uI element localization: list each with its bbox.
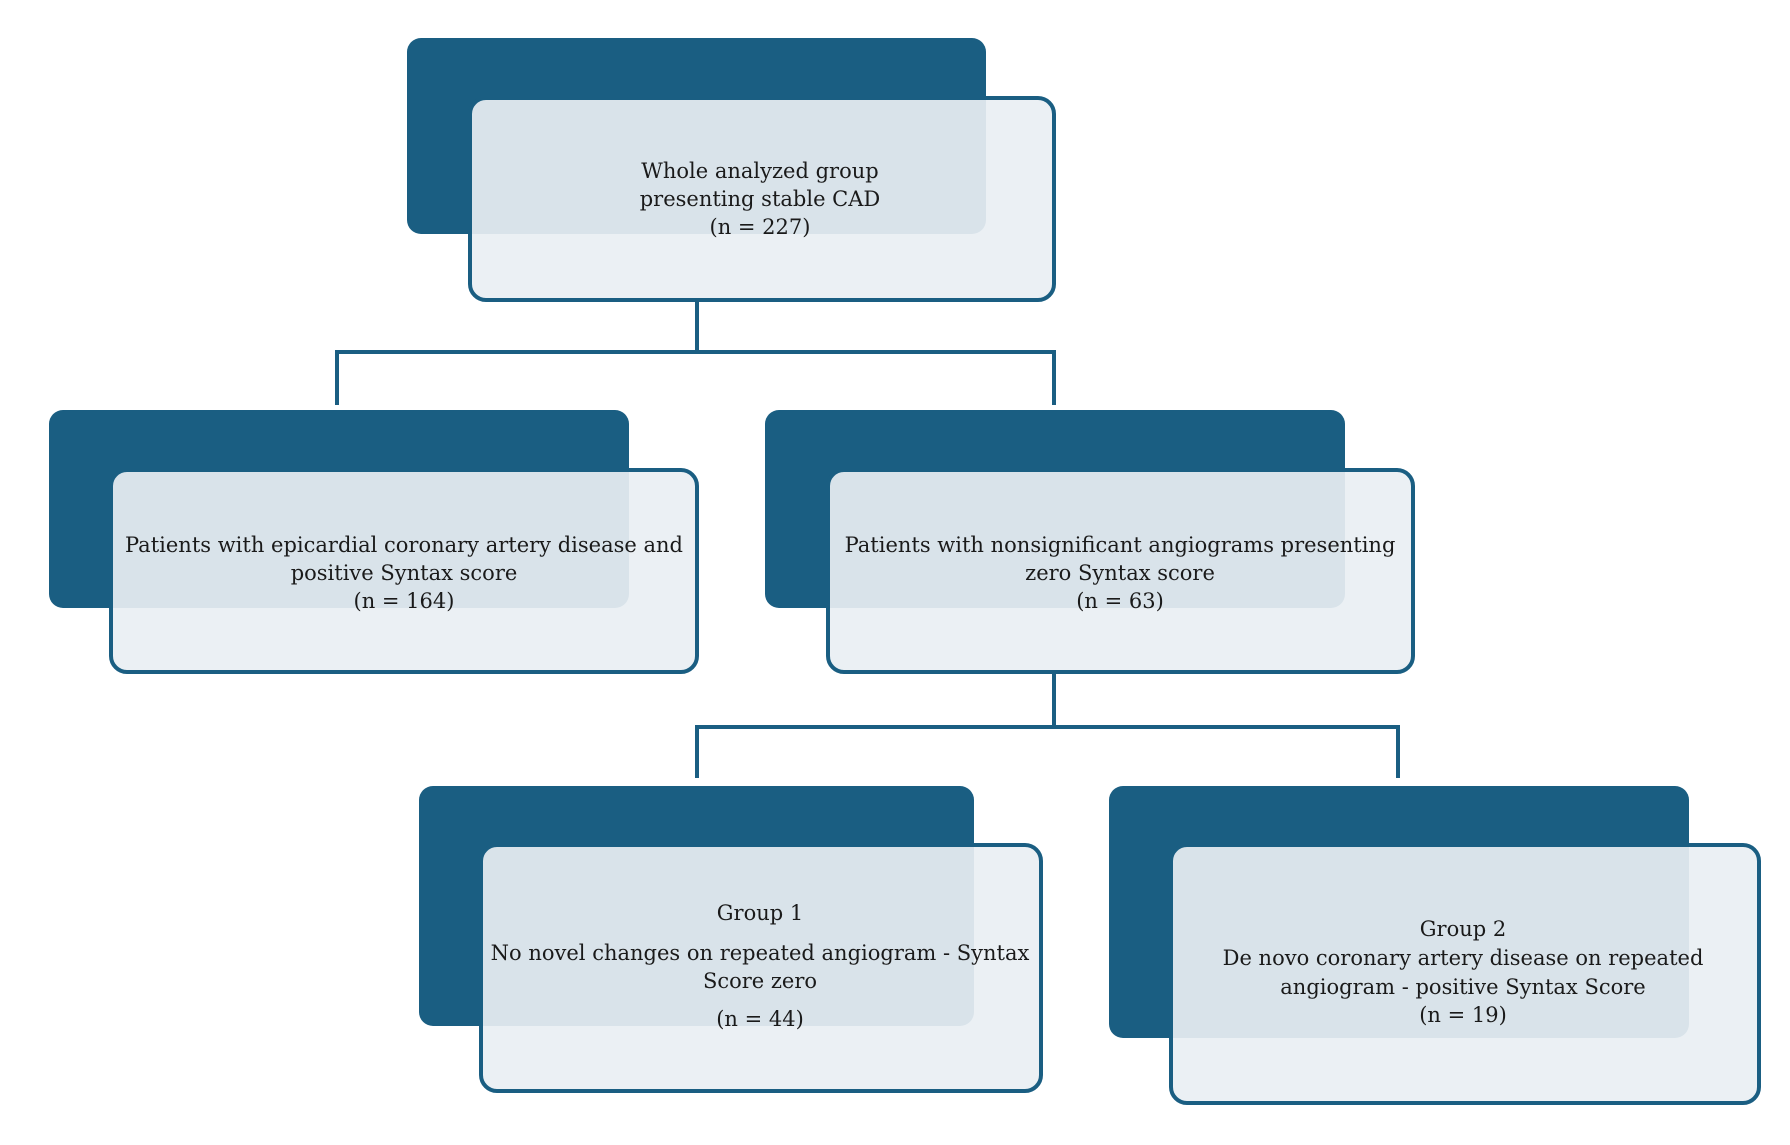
node-epicardial-cad-line1: Patients with epicardial coronary artery…: [125, 533, 683, 557]
node-nonsignificant-front-block: [826, 468, 1415, 674]
node-whole-group-line2: presenting stable CAD: [640, 187, 881, 211]
node-epicardial-cad-count: (n = 164): [354, 589, 455, 613]
node-group-1: Group 1 No novel changes on repeated ang…: [419, 786, 1043, 1093]
connector-root-to-level2: [335, 300, 1056, 405]
node-group-2: Group 2 De novo coronary artery disease …: [1109, 786, 1761, 1105]
node-group-1-line1: No novel changes on repeated angiogram -…: [491, 941, 1030, 965]
node-group-2-count: (n = 19): [1419, 1003, 1507, 1027]
node-epicardial-cad: Patients with epicardial coronary artery…: [49, 410, 699, 674]
node-group-1-front-block: [479, 843, 1043, 1093]
node-group-2-line2: angiogram - positive Syntax Score: [1280, 975, 1645, 999]
node-group-2-title: Group 2: [1420, 917, 1506, 941]
node-nonsignificant-line1: Patients with nonsignificant angiograms …: [845, 533, 1396, 557]
connector-right-to-groups: [695, 672, 1400, 778]
node-group-2-line1: De novo coronary artery disease on repea…: [1223, 946, 1704, 970]
node-whole-group-line1: Whole analyzed group: [641, 159, 878, 183]
node-nonsignificant-line2: zero Syntax score: [1025, 561, 1215, 585]
node-epicardial-cad-line2: positive Syntax score: [291, 561, 518, 585]
node-group-2-front-block: [1169, 843, 1761, 1105]
node-group-1-count: (n = 44): [716, 1007, 804, 1031]
node-whole-group-front-block: [468, 96, 1056, 302]
node-whole-group: Whole analyzed group presenting stable C…: [407, 38, 1056, 302]
node-nonsignificant: Patients with nonsignificant angiograms …: [765, 410, 1415, 674]
node-group-1-title: Group 1: [717, 901, 803, 925]
node-group-1-line2: Score zero: [703, 969, 817, 993]
node-whole-group-count: (n = 227): [710, 215, 811, 239]
node-nonsignificant-count: (n = 63): [1076, 589, 1164, 613]
node-epicardial-cad-front-block: [109, 468, 699, 674]
